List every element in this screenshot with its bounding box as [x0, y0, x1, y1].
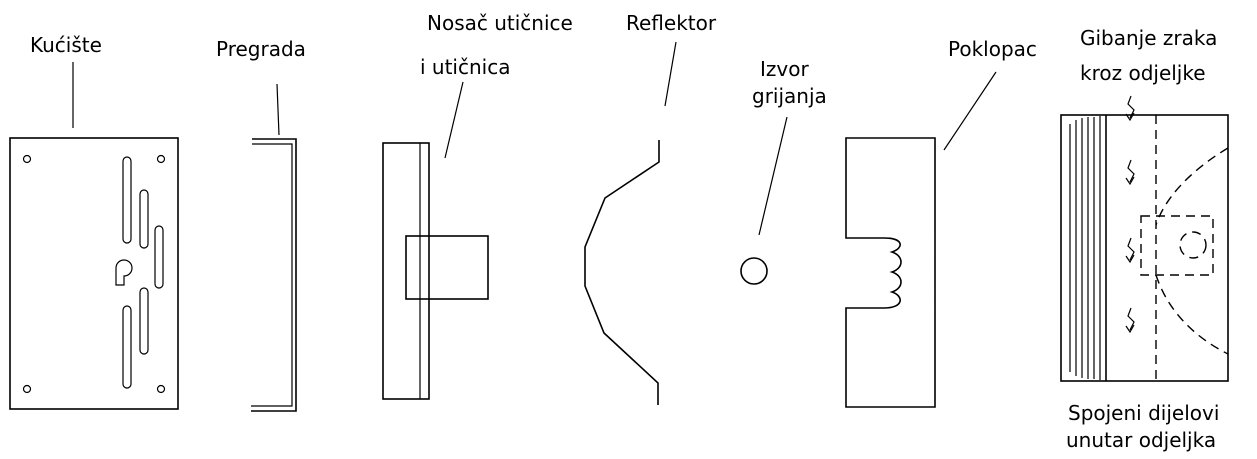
housing-hole	[22, 384, 32, 394]
label-izvor-line1: Izvor	[760, 57, 809, 81]
vent-slot	[139, 287, 149, 355]
socket-block	[405, 235, 489, 300]
vent-slot	[154, 225, 164, 289]
dashed-reflector-upper	[1155, 147, 1229, 226]
label-pregrada: Pregrada	[216, 37, 306, 61]
airflow-arrow	[1125, 307, 1135, 334]
label-gibanje-line1: Gibanje zraka	[1080, 26, 1217, 50]
label-izvor-line2: grijanja	[752, 84, 827, 108]
housing-hole	[156, 154, 166, 164]
vent-slot	[122, 305, 132, 389]
dashed-heat-source	[1179, 231, 1207, 259]
partition-inner-edge	[251, 143, 293, 407]
label-kuciste: Kućište	[30, 33, 102, 57]
heat-source-part: Izvor grijanja	[740, 57, 827, 285]
socket-holder-part: Nosač utičnice i utičnica	[382, 11, 573, 400]
heat-source-circle	[740, 257, 768, 285]
label-spojeni-line2: unutar odjeljka	[1066, 428, 1216, 452]
assembled-view: Gibanje zraka kroz odjeljke Spojeni dije…	[1060, 26, 1229, 452]
dashed-reflector-lower	[1155, 274, 1229, 355]
leader-reflektor	[664, 41, 677, 107]
vent-slot	[139, 189, 149, 249]
partition-part: Pregrada	[216, 37, 306, 412]
vent-slot	[122, 156, 132, 244]
keyhole-opening	[115, 259, 133, 286]
housing-hole	[22, 154, 32, 164]
airflow-arrow	[1125, 159, 1135, 186]
housing-plate	[9, 137, 179, 410]
leader-poklopac	[943, 71, 997, 151]
socket-holder-plate	[382, 142, 430, 400]
dashed-socket-box	[1140, 215, 1214, 276]
label-reflektor: Reflektor	[626, 11, 717, 35]
assembled-outline	[1060, 114, 1229, 382]
airflow-arrow	[1125, 237, 1135, 264]
cover-outline	[845, 137, 936, 408]
airflow-arrow	[1125, 95, 1135, 122]
partition-outline	[251, 138, 297, 412]
housing-hole	[156, 384, 166, 394]
label-nosac-line2: i utičnica	[420, 55, 510, 79]
reflector-profile	[584, 140, 660, 405]
leader-pregrada	[276, 83, 280, 136]
leader-nosac	[444, 81, 464, 159]
label-gibanje-line2: kroz odjeljke	[1080, 61, 1206, 85]
reflector-part: Reflektor	[584, 11, 717, 405]
housing-part: Kućište	[9, 33, 179, 410]
label-poklopac: Poklopac	[948, 37, 1037, 61]
label-spojeni-line1: Spojeni dijelovi	[1068, 401, 1219, 425]
cover-part: Poklopac	[845, 37, 1037, 408]
stacked-plates	[1069, 115, 1107, 381]
label-nosac-line1: Nosač utičnice	[427, 11, 573, 35]
leader-izvor	[758, 116, 788, 236]
